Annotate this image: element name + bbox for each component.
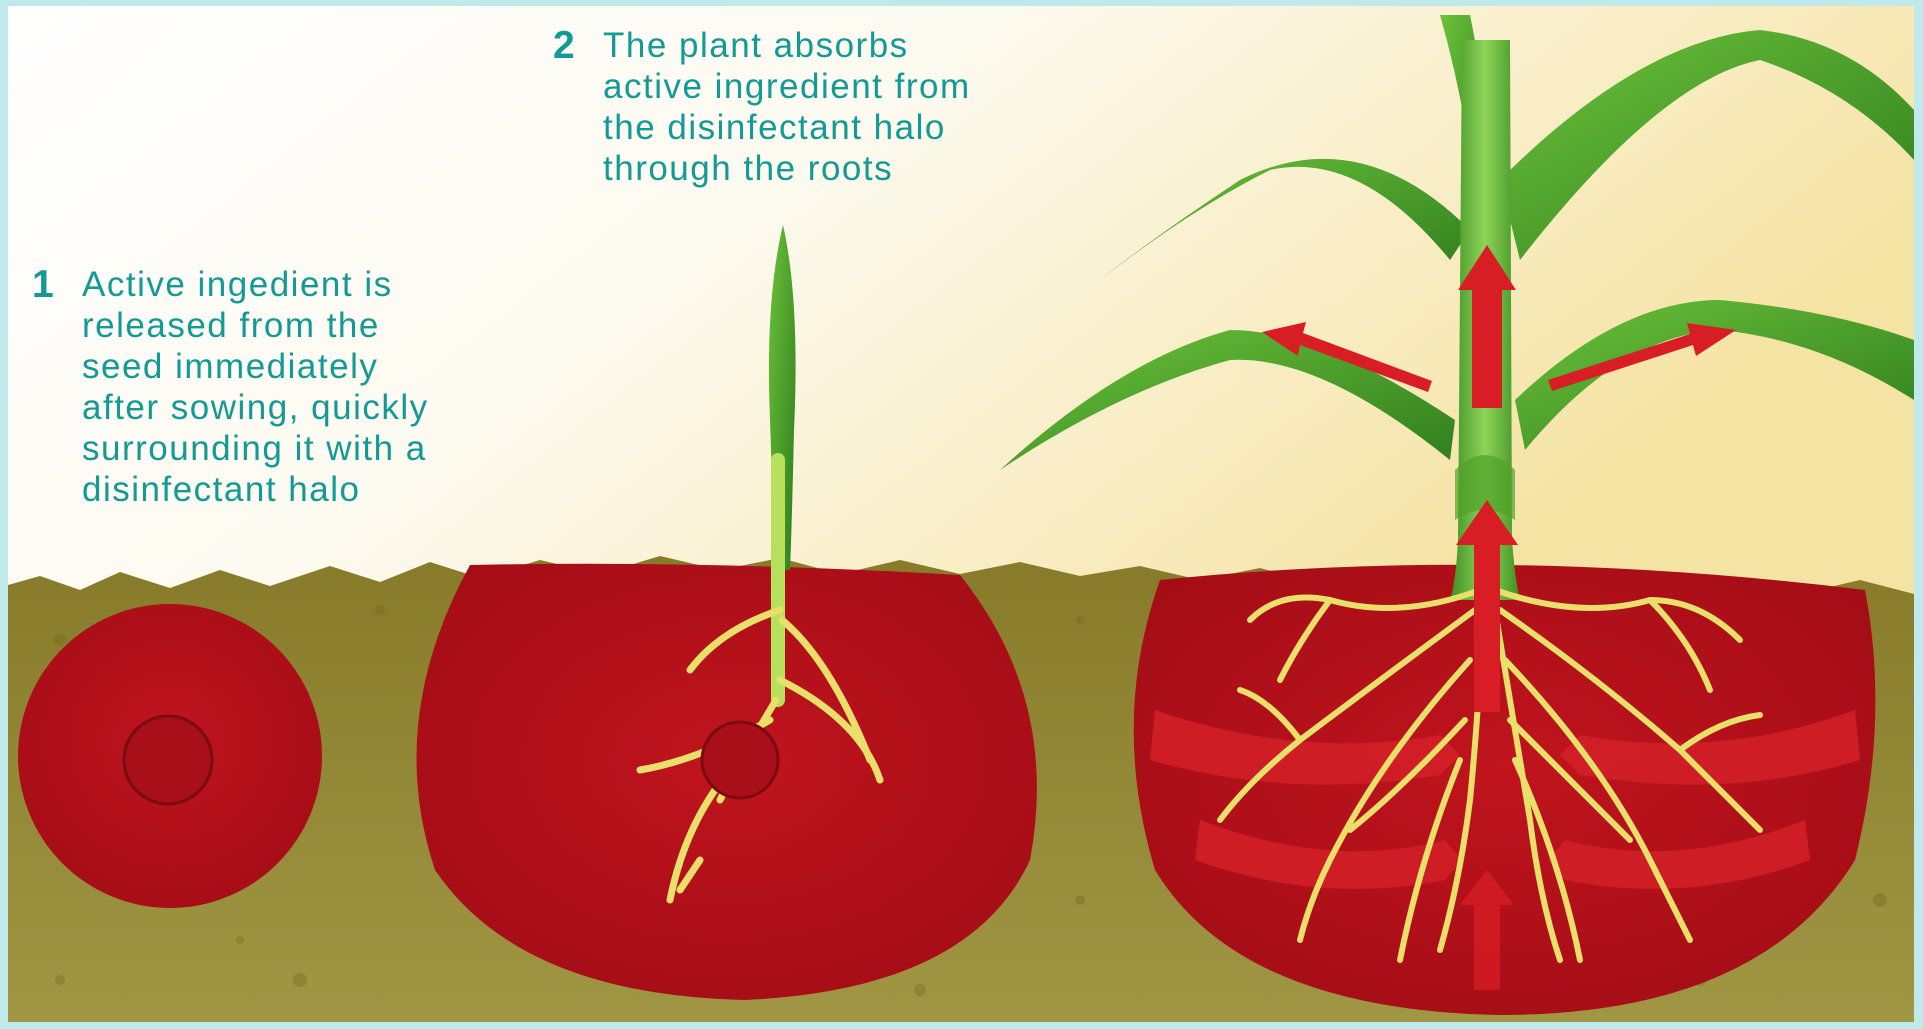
step-2-number: 2 [553,25,576,66]
step-1-line: disinfectant halo [82,470,360,509]
sprouted-seed [702,722,778,798]
step-2-line: active ingredient from [603,67,971,106]
step-1-line: released from the [82,306,380,345]
step-2-line: through the roots [603,149,893,188]
step-2-line: The plant absorbs [603,26,909,65]
callout-step-1: 1 Active ingedient is released from the … [32,264,552,524]
seed [124,716,212,804]
halo-small [18,604,322,908]
step-1-line: surrounding it with a [82,429,427,468]
step-1-line: after sowing, quickly [82,388,429,427]
step-1-line: Active ingedient is [82,265,393,304]
step-1-number: 1 [32,264,55,305]
step-1-text: Active ingedient is released from the se… [82,264,429,510]
step-2-line: the disinfectant halo [603,108,946,147]
step-2-text: The plant absorbs active ingredient from… [603,25,971,189]
callout-step-2: 2 The plant absorbs active ingredient fr… [553,25,1093,195]
step-1-line: seed immediately [82,347,378,386]
